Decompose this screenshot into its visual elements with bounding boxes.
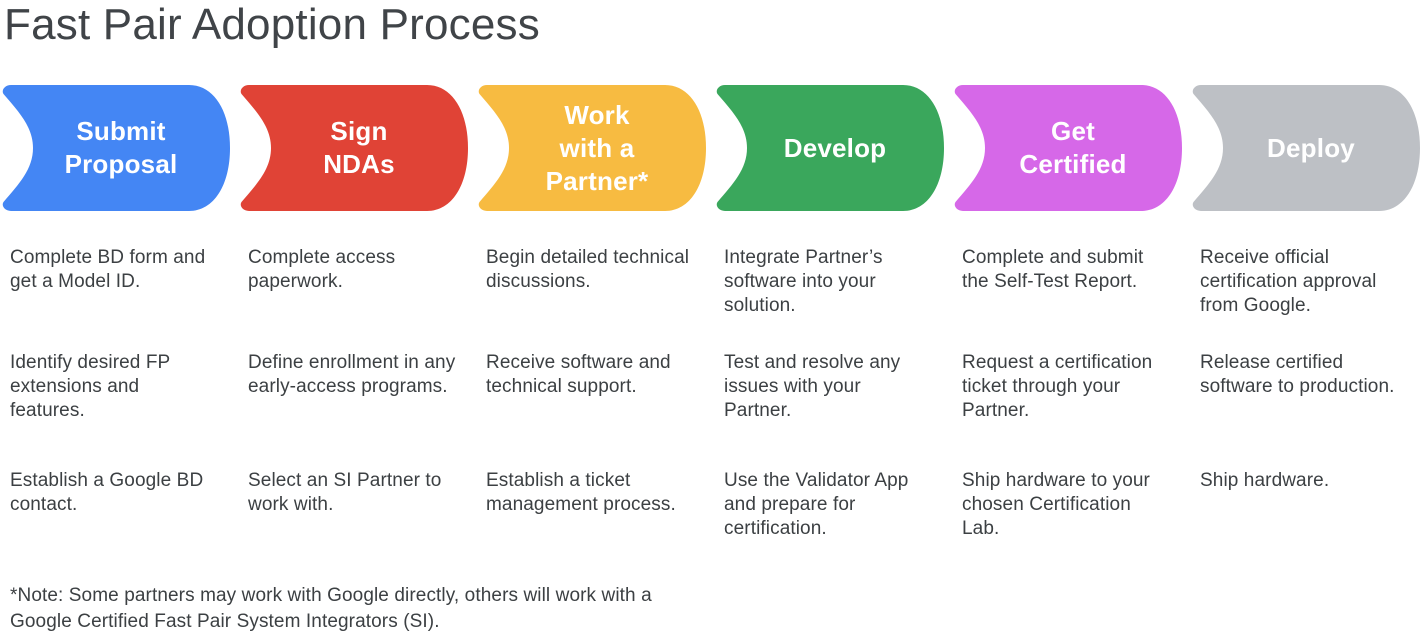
flow-segment: Submit Proposal (0, 85, 230, 211)
stage-deploy: Deploy Receive official certification ap… (1190, 85, 1420, 541)
footnote: *Note: Some partners may work with Googl… (10, 585, 652, 632)
flow-segment-shape (1192, 85, 1420, 211)
flow-segment-shape (2, 85, 230, 211)
stage-label: Deploy (1267, 132, 1355, 163)
stage-develop: Develop Integrate Partner’s software int… (714, 85, 944, 541)
flow-segment-shape (716, 85, 944, 211)
stage-note: Receive official certification approval … (1200, 247, 1377, 316)
stage-submit-proposal: Submit Proposal Complete BD form and get… (0, 85, 230, 541)
flow-segment: Work with a Partner* (476, 85, 706, 211)
stage-note: Complete access paperwork. (248, 247, 396, 292)
stage-note: Begin detailed technical discussions. (486, 247, 690, 292)
process-flow: Submit Proposal Complete BD form and get… (0, 85, 1423, 541)
stage-note: Define enrollment in any early-access pr… (248, 352, 456, 397)
stage-work-with-a-partner: Work with a Partner* Begin detailed tech… (476, 85, 706, 541)
stage-note: Complete and submit the Self-Test Report… (962, 247, 1144, 292)
stage-note: Ship hardware. (1200, 470, 1330, 491)
stage-note: Test and resolve any issues with your Pa… (724, 352, 901, 421)
stage-get-certified: Get Certified Complete and submit the Se… (952, 85, 1182, 541)
stage-label: Get Certified (1019, 116, 1127, 179)
flow-segment: Sign NDAs (238, 85, 468, 211)
stage-note: Ship hardware to your chosen Certificati… (962, 470, 1150, 539)
stage-note: Select an SI Partner to work with. (248, 470, 442, 515)
stage-label: Work with a Partner* (545, 99, 649, 196)
stage-note: Establish a ticket management process. (486, 470, 676, 515)
page-title: Fast Pair Adoption Process (4, 0, 540, 49)
stage-note: Integrate Partner’s software into your s… (724, 247, 883, 316)
stage-note: Release certified software to production… (1200, 352, 1395, 397)
stage-note: Request a certification ticket through y… (962, 352, 1153, 421)
stage-label: Develop (783, 132, 887, 163)
stage-label: Sign NDAs (323, 116, 395, 179)
flow-segment: Get Certified (952, 85, 1182, 211)
stage-label: Submit Proposal (64, 116, 178, 179)
flow-segment: Deploy (1190, 85, 1420, 211)
stage-note: Establish a Google BD contact. (10, 470, 204, 515)
stage-sign-ndas: Sign NDAs Complete access paperwork. Def… (238, 85, 468, 541)
stage-note: Identify desired FP extensions and featu… (10, 352, 170, 421)
flow-segment-shape (954, 85, 1182, 211)
stage-note: Complete BD form and get a Model ID. (10, 247, 206, 292)
flow-segment-shape (240, 85, 468, 211)
flow-segment-shape (478, 85, 706, 211)
stage-note: Use the Validator App and prepare for ce… (724, 470, 909, 539)
stage-note: Receive software and technical support. (486, 352, 671, 397)
flow-segment: Develop (714, 85, 944, 211)
